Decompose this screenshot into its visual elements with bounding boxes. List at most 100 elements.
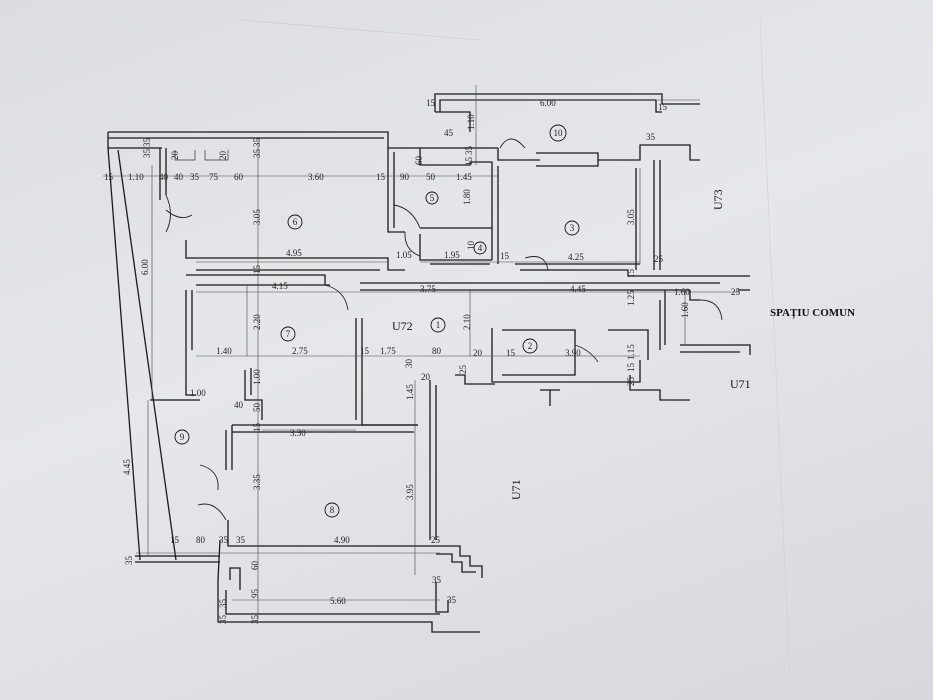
dim-label: 35 [218,615,228,625]
dim-label: 40 [234,400,244,410]
dim-label: 1.40 [216,346,232,356]
dim-label: 35 [447,595,457,605]
dim-label: 15 [170,535,180,545]
dim-label: 1.05 [396,250,412,260]
dim-label: 3.60 [308,172,324,182]
room-2-marker [522,338,538,354]
dim-label: 4.90 [334,535,350,545]
dim-label: 1.45 [456,172,472,182]
dim-label: 15 [252,423,262,433]
dim-label: 45 [444,128,454,138]
dim-label: 15 [464,157,474,167]
dim-label: 60 [250,561,260,571]
dim-label: 35 [218,599,228,609]
room-1-marker [430,317,446,333]
doors [165,138,723,521]
dim-label: 1.75 [380,346,396,356]
dim-label: 1.10 [466,114,476,130]
room-10-marker [549,124,567,142]
dim-label: 1.80 [462,189,472,205]
room-3-marker [564,220,580,236]
dim-label: 1.60 [674,287,690,297]
dim-label: 90 [400,172,410,182]
dim-label: 50 [252,403,262,413]
dim-label: 35 [432,575,442,585]
dim-label: 1.00 [252,369,262,385]
dim-label: 15 [506,348,516,358]
dim-label: 25 [458,365,468,375]
dim-label: 15 [426,98,436,108]
dimension-labels: 15 1.10 6.00 15 45 35 35 35 20 20 35 35 … [104,98,741,624]
dim-label: 35 [252,149,262,159]
dim-label: 1.00 [190,388,206,398]
room-6-label: 6 [293,217,298,227]
dim-label: 25 [626,377,636,387]
dim-label: 35 [236,535,246,545]
dim-label: 15 [252,265,262,275]
dim-label: 50 [426,172,436,182]
dim-label: 60 [414,156,424,166]
dim-label: 35 [250,615,260,625]
faint-line [759,19,791,681]
dim-label: 3.75 [420,284,436,294]
unit-labels: SPAȚIU COMUN U72 U73 U71 U71 [392,189,855,500]
dim-label: 1.25 [626,290,636,306]
dim-label: 35 [190,172,200,182]
dim-label: 15 [500,251,510,261]
room-4-marker [473,241,487,255]
dim-label: 40 [174,172,184,182]
dim-label: 15 [626,269,636,279]
dim-label: 20 [421,372,431,382]
dim-label: 20 [218,151,228,161]
dim-label: 35 [219,535,229,545]
walls [107,93,751,633]
dim-label: 25 [731,287,741,297]
dim-label: 1.10 [128,172,144,182]
dim-label: 95 [250,589,260,599]
unit-u71-bottom-label: U71 [509,479,523,500]
dim-label: 15 [658,102,668,112]
dim-label: 15 [626,363,636,373]
dim-label: 15 [360,346,370,356]
room-5-label: 5 [430,193,435,203]
dim-label: 75 [209,172,219,182]
dim-label: 4.45 [122,459,132,475]
dim-label: 3.35 [252,474,262,490]
dim-label: 2.10 [462,314,472,330]
dim-label: 20 [170,151,180,161]
room-9-marker [174,429,190,445]
dim-label: 35 [252,138,262,148]
dim-label: 4.95 [286,248,302,258]
room-2-label: 2 [528,341,533,351]
dim-label: 15 [104,172,114,182]
dim-label: 1.95 [444,250,460,260]
unit-u71-right-label: U71 [730,377,751,391]
dim-label: 4.45 [570,284,586,294]
room-6-marker [287,214,303,230]
dim-label: 35 [142,149,152,159]
dim-label: 35 [464,146,474,156]
room-10-label: 10 [554,128,564,138]
faint-line [239,19,481,41]
room-4-label: 4 [478,243,483,253]
dim-label: 30 [404,359,414,369]
dim-label: 25 [654,254,664,264]
dim-label: 6.00 [540,98,556,108]
dim-label: 15 [376,172,386,182]
dim-label: 35 [142,138,152,148]
dim-label: 10 [466,241,476,251]
dim-label: 5.60 [330,596,346,606]
room-7-marker [280,326,296,342]
dimension-lines [103,85,740,620]
dim-label: 35 [124,556,134,566]
room-markers: 6 5 4 3 10 1 2 7 8 9 [174,124,580,518]
dim-label: 1.45 [405,384,415,400]
dim-label: 1.60 [680,302,690,318]
dim-label: 6.00 [140,259,150,275]
dim-label: 20 [473,348,483,358]
common-area-label: SPAȚIU COMUN [770,307,855,319]
dim-label: 1.15 [626,344,636,360]
dim-label: 40 [159,172,169,182]
room-5-marker [425,191,439,205]
